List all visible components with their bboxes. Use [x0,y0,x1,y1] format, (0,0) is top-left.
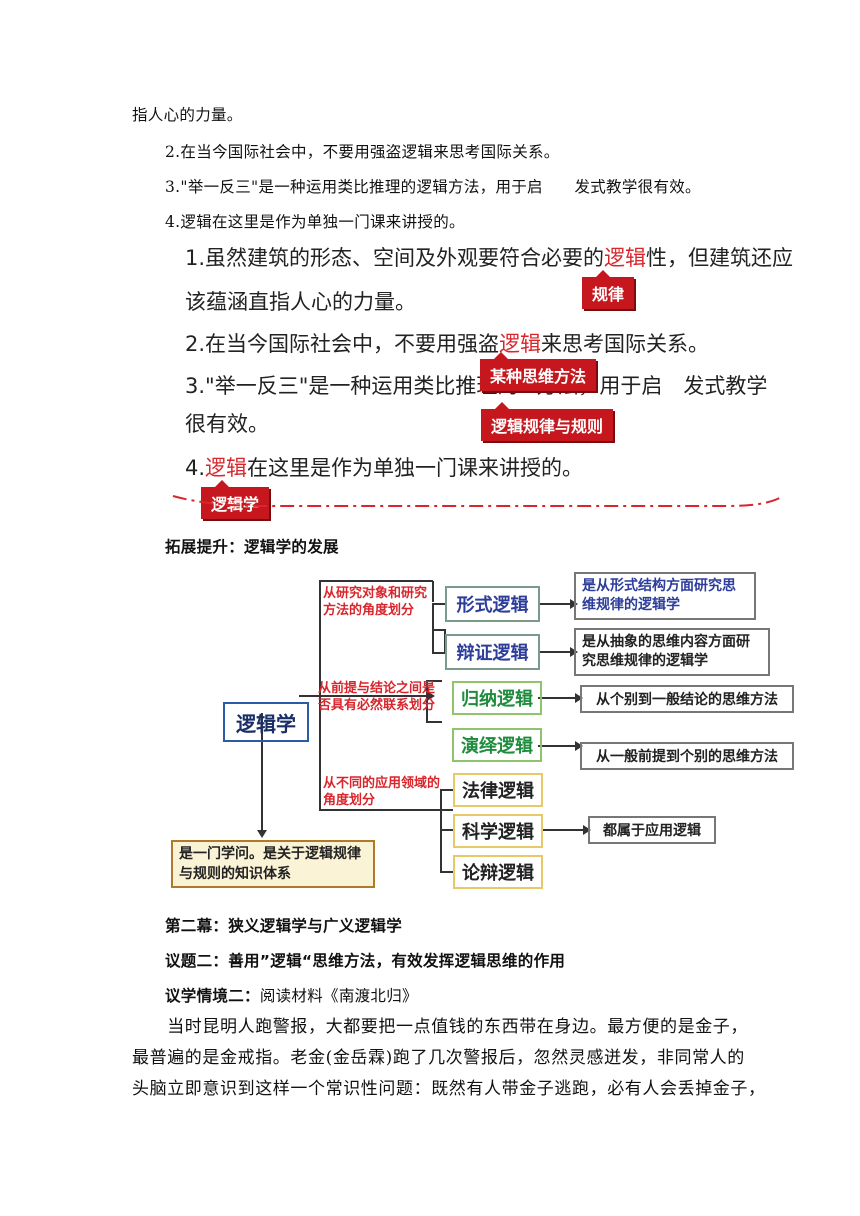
paragraph-line: 头脑立即意识到这样一个常识性问题：既然有人带金子逃跑，必有人会丢掉金子， [132,1079,766,1099]
slide-highlight: 逻辑 [205,456,248,480]
annotation-2: 从前提与结论之间是否具有必然联系划分 [318,681,436,713]
desc-dialectical: 是从抽象的思维内容方面研究思维规律的逻辑学 [574,628,770,676]
slide-line-4: 3."举一反三"是一种运用类比推理的方法，用于启 发式教学 [185,370,767,400]
tag-mouzhong: 某种思维方法 [480,352,597,391]
node-root-desc-text: 是一门学问。是关于逻辑规律与规则的知识体系 [179,846,361,882]
node-argument-logic: 论辩逻辑 [453,855,543,889]
annotation-1: 从研究对象和研究方法的角度划分 [323,586,428,618]
slide-line-1: 1.虽然建筑的形态、空间及外观要符合必要的逻辑性，但建筑还应 [185,242,793,272]
slide-divider [172,495,784,507]
situation-label: 议学情境二： [165,987,260,1005]
paragraph-line: 最普遍的是金戒指。老金(金岳霖)跑了几次警报后，忽然灵感迸发，非同常人的 [132,1048,745,1068]
slide-line-6: 4.逻辑在这里是作为单独一门课来讲授的。 [185,452,583,482]
slide-text: 1.虽然建筑的形态、空间及外观要符合必要的 [185,246,605,270]
situation-line: 议学情境二：阅读材料《南渡北归》 [165,984,418,1006]
slide-text: 在这里是作为单独一门课来讲授的。 [247,456,584,480]
node-formal-logic: 形式逻辑 [445,586,540,622]
slide-line-5: 很有效。 [185,412,269,436]
slide-highlight: 逻辑 [604,246,647,270]
text-line-2: 2.在当今国际社会中，不要用强盗逻辑来思考国际关系。 [165,143,560,161]
annotation-3: 从不同的应用领域的角度划分 [323,776,441,808]
slide-text: 4. [185,456,206,480]
slide-line-2: 该蕴涵直指人心的力量。 [185,290,416,314]
text-line-4: 4.逻辑在这里是作为单独一门课来讲授的。 [165,213,465,231]
slide-text: 性，但建筑还应 [646,246,794,270]
node-scientific-logic: 科学逻辑 [453,814,543,848]
slide-text: 3."举一反三"是一种运用类比推理的 [185,374,519,398]
desc-formal: 是从形式结构方面研究思维规律的逻辑学 [574,572,756,620]
diagram-connectors [257,580,591,873]
text-line-1: 指人心的力量。 [132,106,243,124]
slide-text: 来思考国际关系。 [541,332,710,356]
tag-guilv-guize: 逻辑规律与规则 [481,402,614,441]
heading-topic-two: 议题二：善用”逻辑“思维方法，有效发挥逻辑思维的作用 [165,952,566,970]
text-line-3: 3."举一反三"是一种运用类比推理的逻辑方法，用于启 发式教学很有效。 [165,178,701,196]
paragraph-line: 当时昆明人跑警报，大都要把一点值钱的东西带在身边。最方便的是金子， [132,1017,748,1037]
desc-inductive: 从个别到一般结论的思维方法 [580,685,794,713]
slide-line-3: 2.在当今国际社会中，不要用强盗逻辑来思考国际关系。 [185,328,709,358]
heading-act-two: 第二幕：狭义逻辑学与广义逻辑学 [165,917,403,935]
node-deductive-logic: 演绎逻辑 [452,728,542,762]
desc-applied: 都属于应用逻辑 [588,816,716,844]
logic-diagram: 逻辑学 是一门学问。是关于逻辑规律与规则的知识体系 从研究对象和研究方法的角度划… [165,568,805,898]
section-title: 拓展提升：逻辑学的发展 [165,538,339,556]
desc-dialectical-text: 是从抽象的思维内容方面研究思维规律的逻辑学 [582,634,750,669]
slide-text: 2.在当今国际社会中，不要用强盗 [185,332,500,356]
situation-text: 阅读材料《南渡北归》 [259,987,418,1005]
node-root: 逻辑学 [223,702,309,742]
reading-paragraph: 当时昆明人跑警报，大都要把一点值钱的东西带在身边。最方便的是金子， 最普遍的是金… [132,1012,766,1105]
desc-formal-text: 是从形式结构方面研究思维规律的逻辑学 [582,578,736,613]
desc-deductive: 从一般前提到个别的思维方法 [580,742,794,770]
node-root-desc: 是一门学问。是关于逻辑规律与规则的知识体系 [171,840,375,888]
tag-guilv: 规律 [582,270,635,309]
node-dialectical-logic: 辩证逻辑 [445,634,540,670]
slide-image: 1.虽然建筑的形态、空间及外观要符合必要的逻辑性，但建筑还应 该蕴涵直指人心的力… [168,232,793,522]
node-legal-logic: 法律逻辑 [453,773,543,807]
node-inductive-logic: 归纳逻辑 [452,681,542,715]
